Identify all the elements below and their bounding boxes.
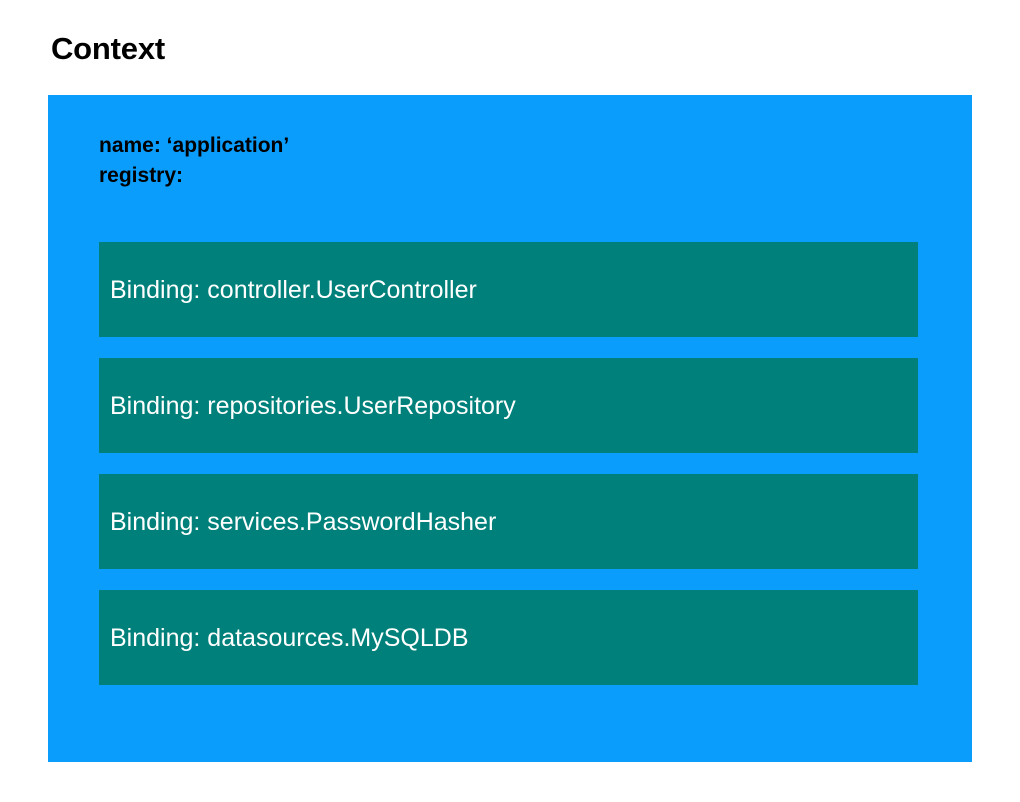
- binding-item[interactable]: Binding: controller.UserController: [99, 242, 918, 337]
- page-title: Context: [51, 31, 165, 66]
- registry-list: Binding: controller.UserController Bindi…: [99, 242, 918, 685]
- binding-item[interactable]: Binding: repositories.UserRepository: [99, 358, 918, 453]
- binding-item-label: Binding: services.PasswordHasher: [110, 508, 497, 536]
- context-container: name: ‘application’ registry: Binding: c…: [48, 95, 972, 762]
- binding-item[interactable]: Binding: services.PasswordHasher: [99, 474, 918, 569]
- binding-item-label: Binding: controller.UserController: [110, 276, 477, 304]
- binding-item-label: Binding: datasources.MySQLDB: [110, 624, 469, 652]
- context-header: name: ‘application’ registry:: [99, 131, 899, 191]
- context-registry-line: registry:: [99, 164, 184, 187]
- binding-item[interactable]: Binding: datasources.MySQLDB: [99, 590, 918, 685]
- context-name-line: name: ‘application’: [99, 134, 290, 157]
- binding-item-label: Binding: repositories.UserRepository: [110, 392, 516, 420]
